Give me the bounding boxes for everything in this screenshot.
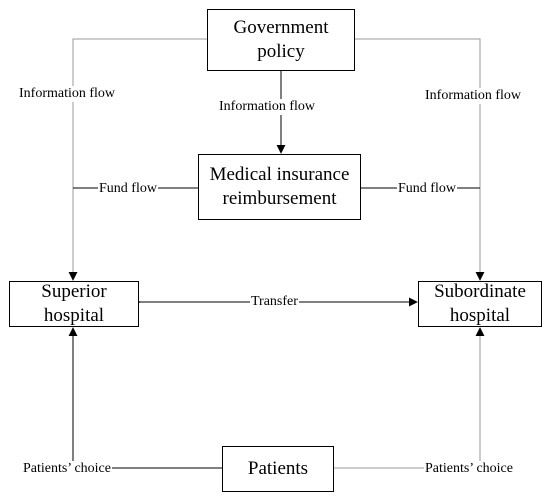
government-policy-box: Government policy — [207, 9, 355, 71]
info-flow-right-label: Information flow — [424, 88, 523, 104]
government-policy-text: Government policy — [233, 17, 329, 62]
subordinate-hospital-text: Subordinate hospital — [434, 281, 526, 326]
patients-text: Patients — [247, 458, 309, 480]
fund-flow-left-label: Fund flow — [98, 181, 158, 197]
info-flow-center-label: Information flow — [218, 99, 317, 115]
info-flow-right-line — [354, 38, 485, 281]
patients-choice-left-label: Patients’ choice — [22, 461, 112, 477]
superior-hospital-box: Superior hospital — [9, 281, 139, 327]
medical-insurance-box: Medical insurance reimbursement — [198, 154, 361, 220]
choice-left-line — [68, 327, 222, 469]
subordinate-hospital-box: Subordinate hospital — [418, 281, 542, 327]
superior-hospital-text: Superior hospital — [41, 281, 107, 326]
info-flow-left-label: Information flow — [18, 86, 117, 102]
info-flow-left-line — [68, 38, 208, 281]
transfer-label: Transfer — [250, 294, 299, 310]
fund-flow-right-label: Fund flow — [397, 181, 457, 197]
patients-choice-right-label: Patients’ choice — [424, 461, 514, 477]
patients-box: Patients — [222, 446, 334, 492]
medical-insurance-text: Medical insurance reimbursement — [209, 164, 350, 209]
choice-right-line — [334, 327, 485, 469]
